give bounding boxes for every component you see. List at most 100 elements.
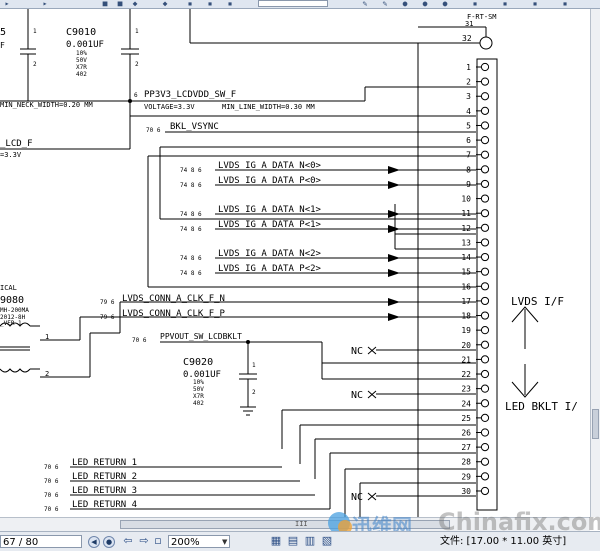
horizontal-scroll-thumb[interactable] (120, 520, 450, 529)
lvds-arrow (388, 269, 400, 277)
toolbar-icon-1[interactable]: ▸ (4, 0, 10, 8)
connector-pin-number: 13 (461, 238, 471, 247)
toolbar-icon-15[interactable]: ▪ (472, 0, 478, 8)
connector-pin-number: 2 (466, 78, 471, 87)
toolbar-icon-6[interactable]: ◆ (162, 0, 168, 8)
continuous-facing-view-icon[interactable]: ▧ (321, 534, 333, 547)
go-forward-icon[interactable]: ⇨ (139, 534, 149, 547)
toolbar-icon-17[interactable]: ▪ (532, 0, 538, 8)
toolbar-icon-11[interactable]: ✎ (382, 0, 388, 8)
annotation-lvds: LVDS I/F (511, 295, 564, 308)
c9010-rating1: 10% (76, 50, 87, 57)
ppvout-net: PPVOUT_SW_LCDBKLT (160, 332, 242, 341)
lvds-net-name: LVDS_IG_A_DATA_N<2> (218, 249, 322, 259)
toolbar-icon-5[interactable]: ◆ (132, 0, 138, 8)
first-page-button[interactable]: ◀ (88, 536, 100, 548)
zoom-field[interactable]: 200% (168, 535, 230, 548)
toolbar-icon-16[interactable]: ▪ (502, 0, 508, 8)
left-cap-ref: 5 (0, 27, 6, 38)
ppvout-page: 70 6 (132, 337, 147, 344)
connector-pin-circle (480, 399, 490, 408)
c9020-rating1: 10% (193, 379, 204, 386)
led-return-page-ref: 70 6 (44, 492, 59, 499)
top-toolbar: ▸ ▸ ■ ■ ◆ ◆ ▪ ▪ ▪ ✎ ✎ ● ● ● ▪ ▪ ▪ ▪ (0, 0, 600, 9)
lvds-net-name: LVDS_IG_A_DATA_P<1> (218, 220, 322, 230)
toolbar-icon-12[interactable]: ● (402, 0, 408, 8)
connector-pin-number: 20 (461, 341, 471, 350)
left-cap-pin1: 1 (33, 28, 37, 35)
c9010-pin2: 2 (135, 61, 139, 68)
connector-pin-number: 24 (461, 399, 471, 408)
connector-pin-number: 19 (461, 326, 471, 335)
lcd-f-fragment: _LCD_F (0, 139, 33, 149)
bkl-vsync-page: 70 6 (146, 127, 161, 134)
toolbar-icon-7[interactable]: ▪ (187, 0, 193, 8)
single-page-view-icon[interactable]: ▦ (270, 534, 282, 547)
connector-pin-number: 26 (461, 429, 471, 438)
inductor-pin1: 1 (45, 333, 49, 341)
connector-body (476, 58, 498, 511)
lvds-net-name: LVDS_IG_A_DATA_P<2> (218, 264, 322, 274)
inductor-pin2: 2 (45, 370, 49, 378)
toolbar-icon-2[interactable]: ▸ (42, 0, 48, 8)
connector-pin-circle (480, 413, 490, 422)
connector-pin-circle (480, 165, 490, 174)
connector-pin-circle (480, 296, 490, 306)
connector-pin-circle (480, 326, 490, 335)
lvds-page-ref: 74 8 6 (180, 270, 202, 277)
c9020-ref: C9020 (183, 357, 213, 368)
toolbar-icon-18[interactable]: ▪ (562, 0, 568, 8)
prev-page-button[interactable]: ● (103, 536, 115, 548)
voltage-label: VOLTAGE=3.3V (144, 103, 195, 111)
connector-pin-circle (480, 311, 490, 320)
go-back-icon[interactable]: ⇦ (123, 534, 133, 547)
vertical-scrollbar[interactable] (590, 9, 600, 517)
toolbar-icon-13[interactable]: ● (422, 0, 428, 8)
connector-pin-number: 10 (461, 195, 471, 204)
toolbar-icon-3[interactable]: ■ (102, 0, 108, 8)
connector-pin-number: 15 (461, 268, 471, 277)
connector-pin-circle (480, 77, 490, 86)
connector-pin-circle (480, 209, 490, 218)
facing-view-icon[interactable]: ▥ (304, 534, 316, 547)
clk-page-ref: 79 6 (100, 299, 115, 306)
toolbar-icon-10[interactable]: ✎ (362, 0, 368, 8)
continuous-view-icon[interactable]: ▤ (287, 534, 299, 547)
status-bar: 67 / 80 ◀ ● ⇦ ⇨ ▫ 200% ▼ ▦ ▤ ▥ ▧ 文件: [17… (0, 531, 600, 551)
left-cap-f: F (0, 41, 5, 50)
toolbar-search-field[interactable] (258, 0, 328, 7)
connector-pin-circle (480, 443, 490, 452)
lvds-net-name: LVDS_IG_A_DATA_N<1> (218, 205, 322, 215)
connector-pin-circle (480, 428, 490, 437)
connector-pin-number: 5 (466, 121, 471, 130)
connector-pin-number: 12 (461, 224, 471, 233)
toolbar-icon-14[interactable]: ● (442, 0, 448, 8)
connector-pin-circle (480, 223, 490, 232)
zoom-dropdown-icon[interactable]: ▼ (222, 538, 228, 546)
c9020-package: 402 (193, 400, 204, 407)
c9010-package: 402 (76, 71, 87, 78)
lvds-page-ref: 74 8 6 (180, 255, 202, 262)
connector-pin-number: 1 (466, 63, 471, 72)
left-cap-pin2: 2 (33, 61, 37, 68)
pp3v3-page: 6 (134, 92, 138, 99)
vertical-scroll-thumb[interactable] (592, 409, 599, 439)
toolbar-icon-8[interactable]: ▪ (207, 0, 213, 8)
connector-pin-number: 21 (461, 355, 471, 364)
connector-pin-circle (480, 121, 490, 130)
toolbar-icon-4[interactable]: ■ (117, 0, 123, 8)
page-number-field[interactable]: 67 / 80 (0, 535, 82, 548)
connector-pin-32-label: 32 (462, 34, 472, 43)
led-return-net-name: LED_RETURN_3 (72, 486, 137, 496)
lvds-arrow (388, 225, 400, 233)
c9020-pin1: 1 (252, 362, 256, 369)
zoom-tool-icon[interactable]: ▫ (154, 534, 162, 547)
toolbar-icon-9[interactable]: ▪ (227, 0, 233, 8)
connector-pin-number: 18 (461, 312, 471, 321)
horizontal-scrollbar[interactable]: III (0, 517, 590, 531)
connector-pin-number: 23 (461, 385, 471, 394)
